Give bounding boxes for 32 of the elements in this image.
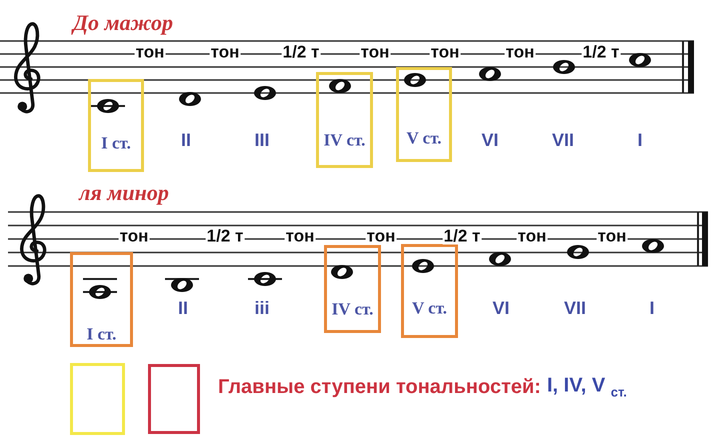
degree-numeral: II	[181, 131, 191, 149]
key-title: ля минор	[79, 182, 169, 204]
interval-label: 1/2 т	[282, 44, 320, 60]
degree-numeral: II	[178, 299, 188, 317]
key-title: До мажор	[73, 12, 173, 34]
degree-label: IV ст.	[332, 300, 374, 318]
interval-label: 1/2 т	[206, 228, 244, 244]
degree-frame	[70, 252, 133, 347]
degree-list: I, IV, V $_{ст.}$	[547, 376, 627, 398]
degree-numeral: I	[650, 299, 654, 317]
degree-frame	[396, 67, 452, 162]
empty-frame	[70, 363, 125, 435]
degree-label: V ст.	[412, 300, 448, 316]
degree-numeral: III	[254, 131, 270, 149]
degree-numeral: VII	[552, 131, 574, 149]
degree-label: I ст.	[101, 134, 131, 152]
degree-frame	[324, 245, 381, 333]
legend-caption: Главные ступени тональностей:	[218, 377, 541, 397]
degree-frame	[316, 72, 373, 168]
degree-numeral: I	[638, 131, 642, 149]
interval-label: 1/2 т	[442, 228, 482, 244]
degree-label: I ст.	[86, 326, 116, 342]
degree-numeral: iii	[254, 299, 270, 317]
empty-frame	[148, 364, 200, 434]
interval-label: 1/2 т	[582, 44, 620, 60]
degree-label: V ст.	[406, 130, 442, 146]
degree-frame	[401, 244, 458, 338]
degree-label: IV ст.	[324, 132, 366, 148]
degree-frame	[88, 79, 144, 172]
degree-numeral: VI	[492, 299, 510, 317]
degree-numeral: VII	[564, 299, 586, 317]
degree-numeral: VI	[482, 131, 498, 149]
